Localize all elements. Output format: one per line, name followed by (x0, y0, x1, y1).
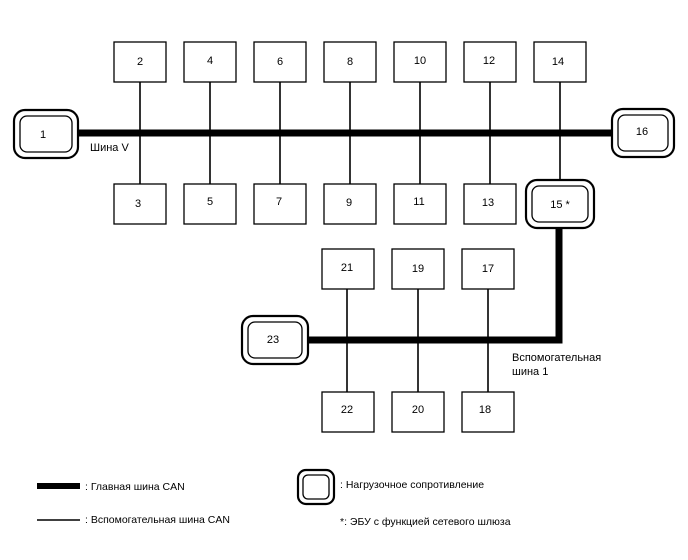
ecu-3: 3 (113, 183, 167, 225)
ecu-1-terminator: 1 (12, 108, 80, 160)
ecu-15-gateway-terminator: 15 * (524, 178, 596, 230)
ecu-11-label: 11 (413, 196, 424, 208)
ecu-23-label: 23 (267, 334, 279, 346)
ecu-19-label: 19 (412, 263, 424, 275)
legend-terminator-symbol (296, 468, 336, 506)
ecu-3-label: 3 (135, 198, 141, 210)
ecu-2-label: 2 (137, 56, 143, 68)
ecu-7-label: 7 (276, 196, 282, 208)
ecu-21-label: 21 (341, 262, 353, 274)
bus-v-label: Шина V (90, 142, 129, 154)
ecu-13-label: 13 (482, 197, 494, 209)
ecu-16-label: 16 (636, 126, 648, 138)
ecu-8: 8 (323, 41, 377, 83)
ecu-21: 21 (321, 248, 375, 290)
ecu-7: 7 (253, 183, 307, 225)
ecu-17: 17 (461, 248, 515, 290)
main-bus-sub-1 (305, 228, 563, 344)
ecu-10-label: 10 (414, 55, 426, 67)
ecu-13: 13 (463, 183, 517, 225)
ecu-4-label: 4 (207, 55, 213, 67)
ecu-9-label: 9 (346, 197, 352, 209)
ecu-14: 14 (533, 41, 587, 83)
ecu-20-label: 20 (412, 404, 424, 416)
sub-bus-1-label-line1: Вспомогательная (512, 352, 601, 364)
ecu-12: 12 (463, 41, 517, 83)
ecu-17-label: 17 (482, 263, 494, 275)
ecu-22-label: 22 (341, 404, 353, 416)
sub-bus-1-label-line2: шина 1 (512, 366, 548, 378)
ecu-6: 6 (253, 41, 307, 83)
ecu-23-terminator: 23 (240, 314, 310, 366)
sub-bus-1-stubs (346, 289, 489, 392)
ecu-18: 18 (461, 391, 515, 433)
ecu-5: 5 (183, 183, 237, 225)
ecu-5-label: 5 (207, 196, 213, 208)
legend-sub-bus-label: : Вспомогательная шина CAN (85, 514, 230, 526)
legend-terminator-label: : Нагрузочное сопротивление (340, 479, 484, 491)
bus-v-stubs (139, 82, 561, 184)
ecu-18-label: 18 (479, 404, 491, 416)
ecu-20: 20 (391, 391, 445, 433)
ecu-2: 2 (113, 41, 167, 83)
ecu-4: 4 (183, 41, 237, 83)
ecu-19: 19 (391, 248, 445, 290)
ecu-6-label: 6 (277, 56, 283, 68)
ecu-1-label: 1 (40, 129, 46, 141)
ecu-16-terminator: 16 (610, 107, 676, 159)
legend-main-bus-label: : Главная шина CAN (85, 481, 185, 493)
ecu-8-label: 8 (347, 56, 353, 68)
ecu-9: 9 (323, 183, 377, 225)
ecu-12-label: 12 (483, 55, 495, 67)
legend-gateway-note: *: ЭБУ с функцией сетевого шлюза (340, 516, 511, 528)
ecu-14-label: 14 (552, 56, 564, 68)
ecu-22: 22 (321, 391, 375, 433)
ecu-10: 10 (393, 41, 447, 83)
ecu-15-label: 15 * (550, 199, 570, 211)
ecu-11: 11 (393, 183, 447, 225)
legend: : Главная шина CAN : Вспомогательная шин… (37, 468, 511, 528)
